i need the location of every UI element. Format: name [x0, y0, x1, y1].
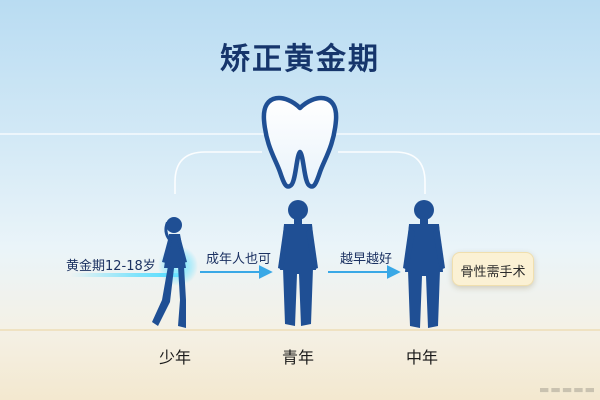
connector-left: [174, 151, 262, 194]
stage-label-youth: 青年: [281, 348, 314, 367]
page-title: 矫正黄金期: [220, 42, 380, 77]
surgery-label: 骨性需手术: [460, 265, 526, 280]
middle-figure: [403, 200, 445, 328]
surgery-badge: 骨性需手术: [452, 252, 534, 286]
teen-figure: [152, 217, 187, 328]
stage-label-middle: 中年: [405, 348, 438, 367]
connector-right: [338, 151, 426, 194]
adult-possible-label: 成年人也可: [206, 252, 272, 267]
watermark: ▬▬▬▬▬: [539, 383, 596, 396]
golden-period-label: 黄金期12-18岁: [66, 259, 156, 274]
stage-label-teen: 少年: [158, 348, 191, 367]
glow-beam: [70, 273, 180, 277]
earlier-better-label: 越早越好: [340, 252, 393, 267]
tooth-icon: [261, 95, 339, 189]
youth-figure: [278, 200, 318, 326]
